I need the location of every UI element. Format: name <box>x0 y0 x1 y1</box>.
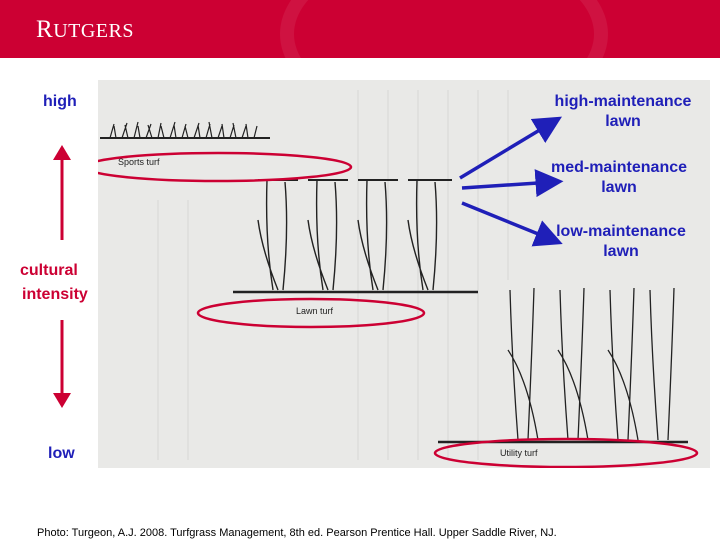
low-maintenance-line1: low-maintenance <box>536 222 706 242</box>
up-arrow-head <box>53 145 71 160</box>
med-maintenance-line2: lawn <box>534 178 704 198</box>
med-maintenance-label: med-maintenance lawn <box>534 158 704 198</box>
photo-citation: Photo: Turgeon, A.J. 2008. Turfgrass Man… <box>37 527 557 539</box>
high-maintenance-line1: high-maintenance <box>538 92 708 112</box>
low-maintenance-line2: lawn <box>536 242 706 262</box>
down-arrow-head <box>53 393 71 408</box>
med-maintenance-line1: med-maintenance <box>534 158 704 178</box>
cultural-label: cultural <box>20 262 78 280</box>
high-maintenance-label: high-maintenance lawn <box>538 92 708 132</box>
high-label: high <box>43 93 77 111</box>
intensity-label: intensity <box>22 286 88 304</box>
low-label: low <box>48 445 75 463</box>
high-maintenance-line2: lawn <box>538 112 708 132</box>
low-maintenance-label: low-maintenance lawn <box>536 222 706 262</box>
